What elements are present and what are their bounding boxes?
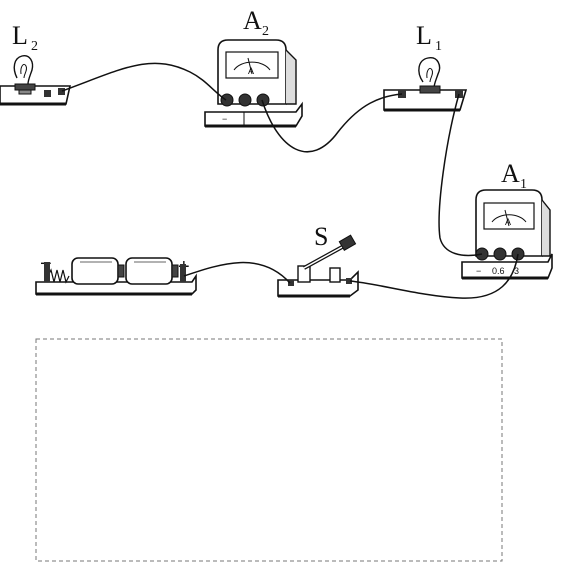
ammeter-a2-mark-minus: − [222, 114, 227, 124]
ammeter-a1-dial-letter: A [505, 217, 511, 227]
ammeter-a1-mark-minus: − [476, 266, 481, 276]
ammeter-a1-label-sub: 1 [520, 177, 527, 192]
bulb-l2-label-sub: 2 [31, 39, 38, 54]
bulb-l2-label-letter: L [12, 21, 28, 50]
ammeter-a1-mark-right: 3 [514, 266, 519, 276]
switch-s: S [277, 222, 359, 298]
ammeter-a2-dial-letter: A [248, 66, 254, 76]
bulb-l1: L 1 [383, 21, 468, 112]
switch-label: S [314, 222, 328, 251]
wire-l1-a1 [438, 93, 483, 257]
bulb-l1-label-letter: L [416, 21, 432, 50]
bulb-l2: L 2 [0, 21, 71, 106]
ammeter-a2-label-sub: 2 [262, 24, 269, 39]
ammeter-a1-mark-mid: 0.6 [492, 266, 505, 276]
wires [61, 62, 519, 299]
ammeter-a2-label-letter: A [243, 6, 262, 35]
battery: − + [35, 253, 197, 296]
wire-switch-battery [183, 261, 291, 284]
wire-l2-a2 [61, 62, 227, 101]
bulb-l1-label-sub: 1 [435, 39, 442, 54]
ammeter-a1-label-letter: A [501, 159, 520, 188]
ammeter-a1: A 1 A − 0.6 3 [461, 159, 553, 280]
wire-a2-l1 [261, 93, 403, 153]
wire-a1-switch [349, 253, 519, 299]
answer-box [35, 338, 503, 562]
ammeter-a2: A 2 A − [204, 6, 303, 128]
